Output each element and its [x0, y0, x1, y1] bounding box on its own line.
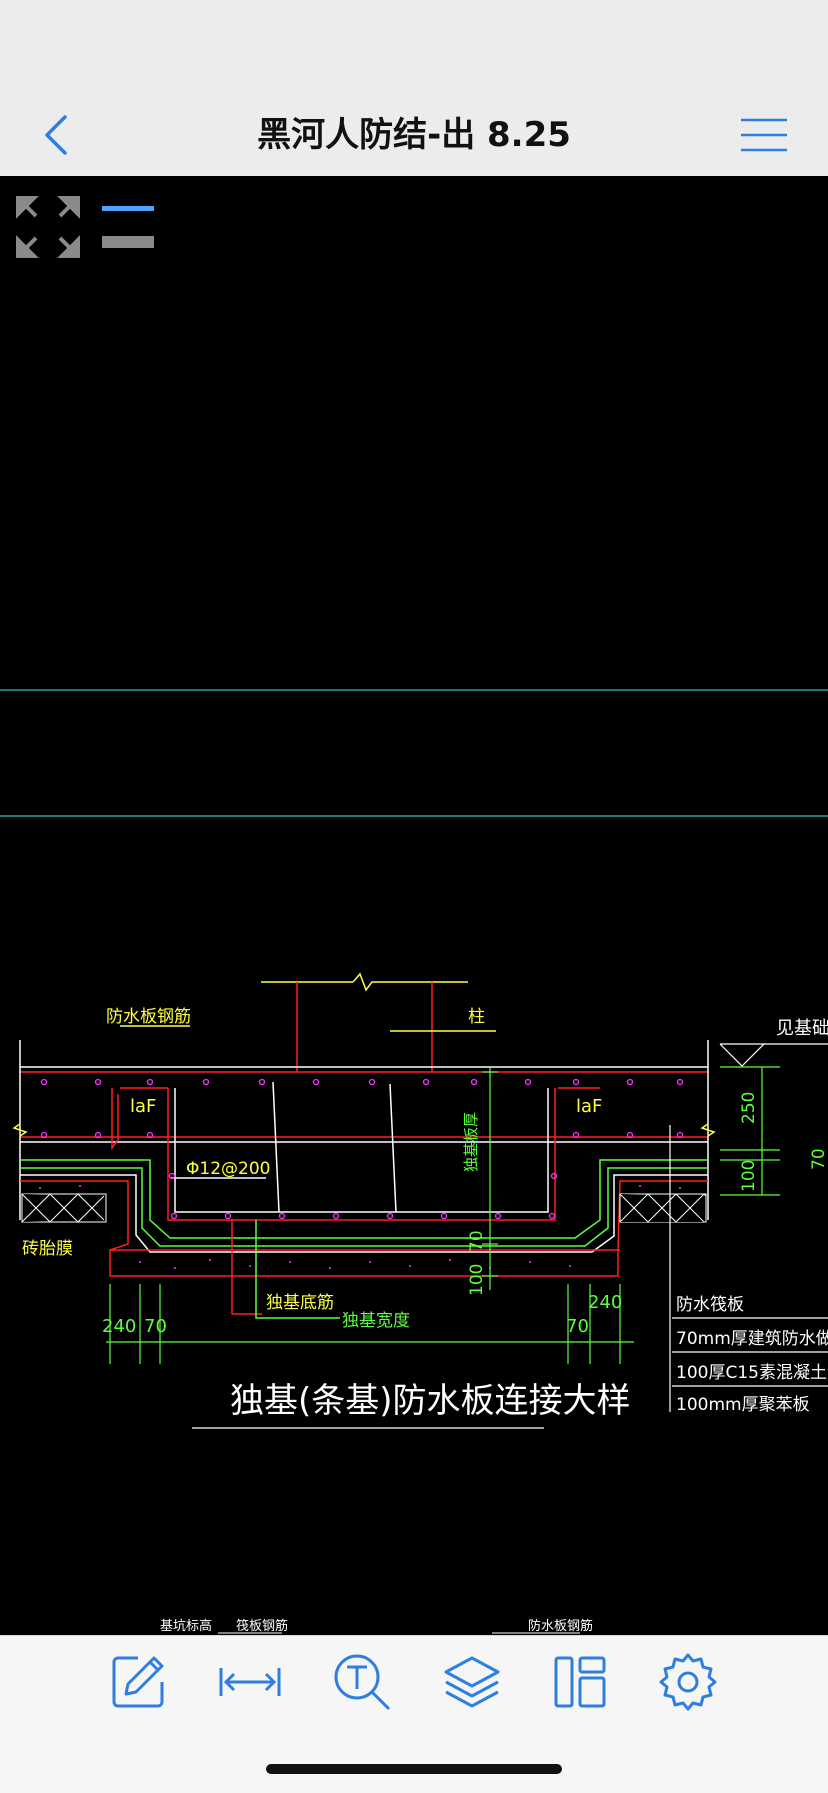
label-foundation-bottom-rebar: 独基底筋	[266, 1293, 334, 1313]
hamburger-menu-icon	[741, 118, 787, 152]
dimension-lines	[106, 1066, 780, 1364]
elevation-marker	[669, 1043, 828, 1412]
slab-outline	[12, 1040, 716, 1319]
dim-70-b: 70	[467, 1230, 487, 1252]
bottom-label-2: 筏板钢筋	[236, 1618, 288, 1634]
rebar-dots	[40, 1078, 684, 1220]
column-outline	[120, 972, 496, 1072]
dim-100-b: 100	[467, 1264, 487, 1296]
expand-arrows-icon	[16, 196, 80, 258]
edit-pencil-icon	[112, 1656, 164, 1708]
insulation-hatch	[21, 1193, 707, 1223]
dim-100-a: 100	[739, 1160, 759, 1192]
legend-item-1: 防水筏板	[676, 1295, 744, 1315]
text-search-button[interactable]	[330, 1650, 394, 1714]
measure-button[interactable]	[218, 1650, 282, 1714]
chevron-left-icon	[45, 115, 67, 155]
bottom-label-3: 防水板钢筋	[528, 1618, 593, 1634]
settings-gear-icon	[659, 1653, 717, 1711]
dim-70-right: 70	[566, 1316, 589, 1337]
bottom-toolbar	[0, 1635, 828, 1793]
dim-70-left: 70	[144, 1316, 167, 1337]
status-bar-area	[0, 0, 828, 95]
legend-item-2: 70mm厚建筑防水做法	[676, 1329, 828, 1349]
menu-button[interactable]	[736, 111, 792, 159]
legend-item-3: 100厚C15素混凝土垫层	[676, 1363, 828, 1383]
label-rebar-spec: Φ12@200	[186, 1159, 270, 1179]
navigation-bar: 黑河人防结-出 8.25	[0, 95, 828, 177]
legend-item-4: 100mm厚聚苯板	[676, 1395, 810, 1415]
drawing-canvas[interactable]: 防水板钢筋 柱 见基础平 laF laF Φ12@200 独基板厚 砖胎膜 独基…	[0, 176, 828, 1635]
page-title: 黑河人防结-出 8.25	[257, 115, 571, 155]
text-search-icon	[334, 1654, 391, 1711]
bottom-label-1: 基坑标高	[160, 1618, 212, 1634]
dim-70-a: 70	[809, 1148, 828, 1170]
layers-icon	[444, 1656, 500, 1708]
layer-lines-icon	[102, 206, 154, 248]
dim-240-left: 240	[102, 1316, 136, 1337]
legend-table-lines	[672, 1317, 828, 1387]
label-waterproof-rebar: 防水板钢筋	[106, 1007, 191, 1027]
back-button[interactable]	[36, 107, 76, 163]
label-brick-membrane: 砖胎膜	[22, 1239, 73, 1259]
concrete-speckle	[39, 1185, 681, 1269]
dim-250: 250	[739, 1092, 759, 1124]
settings-button[interactable]	[656, 1650, 720, 1714]
drawing-title: 独基(条基)防水板连接大样	[230, 1381, 631, 1421]
edit-button[interactable]	[106, 1650, 170, 1714]
home-indicator	[266, 1764, 562, 1774]
layout-button[interactable]	[548, 1650, 612, 1714]
dim-240-right: 240	[588, 1292, 622, 1313]
measure-distance-icon	[219, 1668, 281, 1696]
label-laf-left: laF	[130, 1096, 156, 1117]
layers-button[interactable]	[440, 1650, 504, 1714]
fit-view-button[interactable]	[16, 196, 80, 258]
label-see-foundation: 见基础平	[776, 1018, 828, 1039]
label-column: 柱	[468, 1007, 485, 1027]
layer-toggle-button[interactable]	[102, 206, 154, 248]
label-laf-right: laF	[576, 1096, 602, 1117]
label-foundation-width: 独基宽度	[342, 1311, 410, 1331]
label-foundation-height: 独基板厚	[462, 1112, 480, 1172]
layout-panels-icon	[554, 1656, 606, 1708]
